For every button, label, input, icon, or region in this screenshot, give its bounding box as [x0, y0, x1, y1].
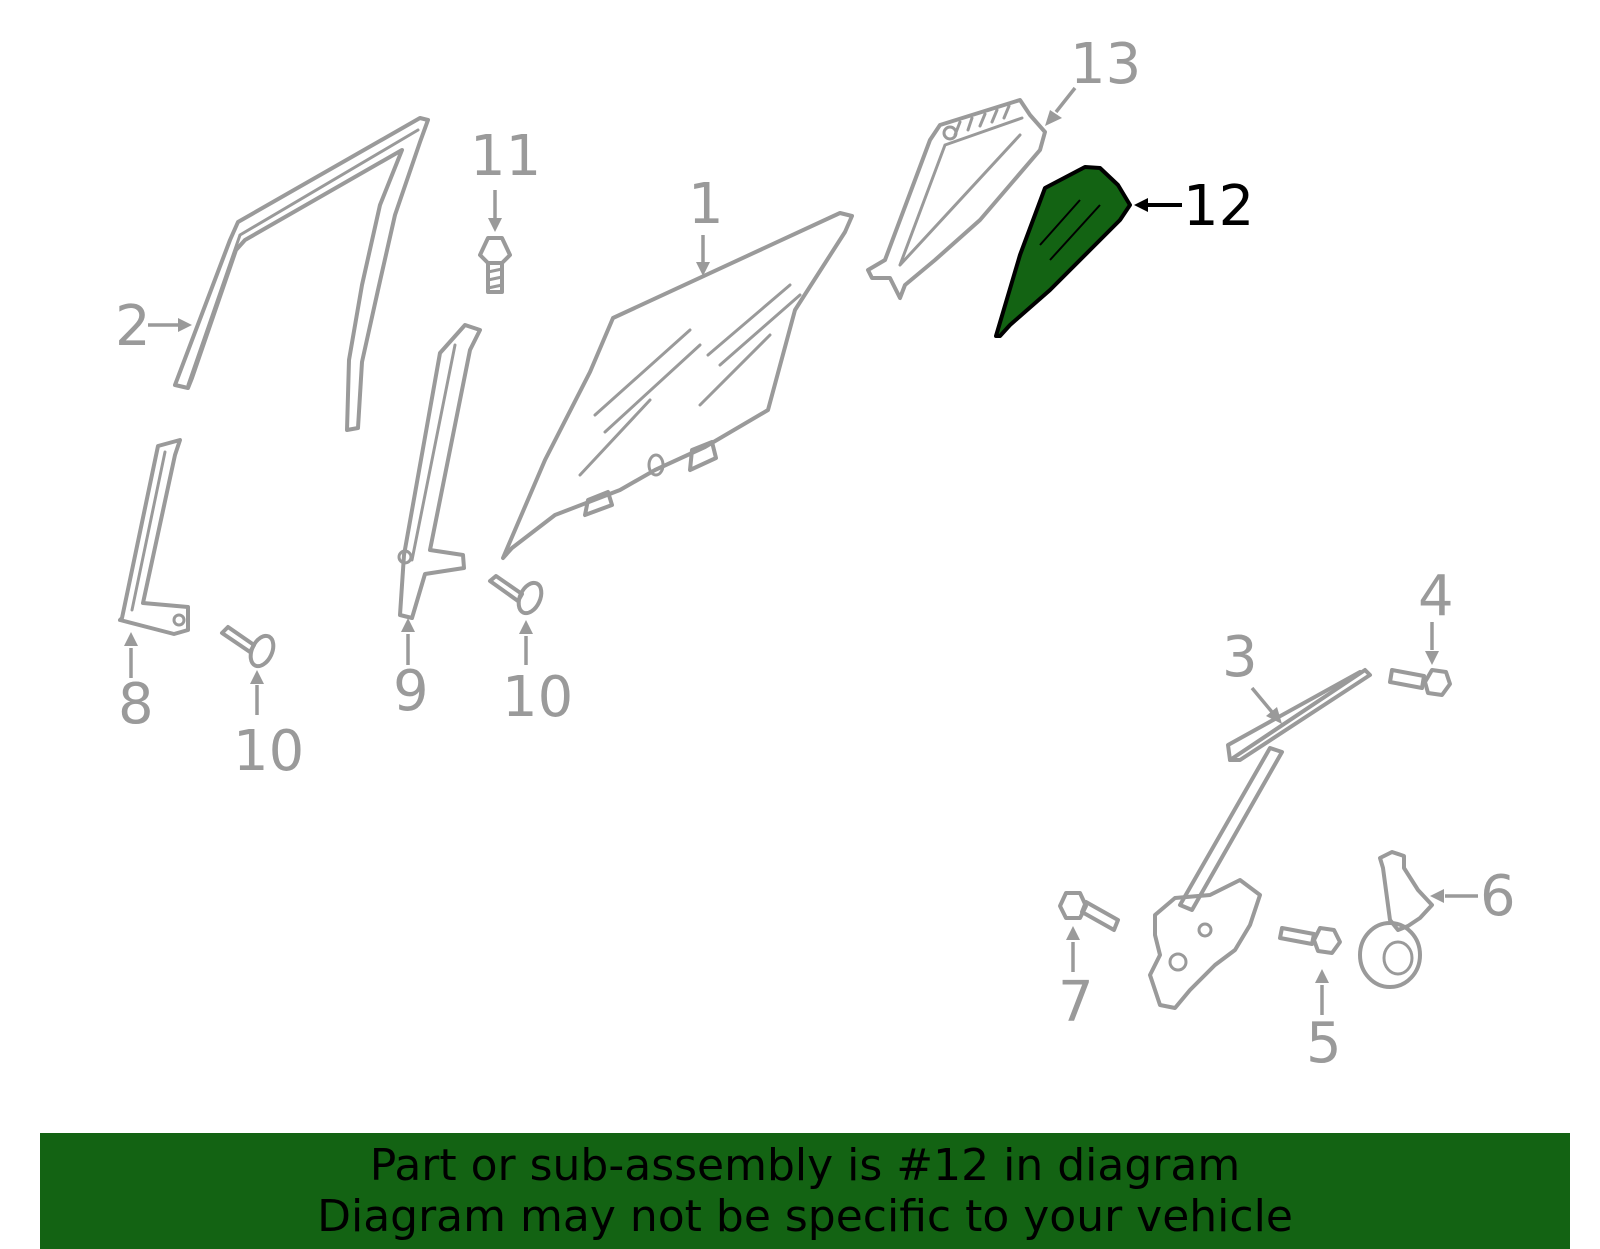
part-9-rear-channel — [397, 323, 482, 620]
callout-9: 9 — [393, 659, 429, 724]
callout-8: 8 — [118, 672, 154, 737]
callout-10-middle: 10 — [502, 665, 573, 730]
part-11-bolt — [478, 236, 512, 294]
part-7-bolt — [1058, 891, 1120, 932]
callout-4: 4 — [1418, 564, 1454, 629]
part-3-regulator — [1148, 668, 1372, 1010]
callout-10-left: 10 — [233, 719, 304, 784]
callout-7: 7 — [1058, 970, 1094, 1035]
part-6-motor — [1358, 850, 1434, 989]
part-10-screw-left — [220, 625, 276, 669]
callout-5: 5 — [1306, 1011, 1342, 1076]
callout-2: 2 — [115, 294, 151, 359]
part-info-banner: Part or sub-assembly is #12 in diagram D… — [40, 1133, 1570, 1249]
banner-line-2: Diagram may not be specific to your vehi… — [317, 1191, 1293, 1242]
callout-11: 11 — [470, 124, 541, 189]
part-13-quarter-frame — [866, 98, 1047, 300]
part-2-sash-frame — [173, 116, 430, 432]
leader-lines — [124, 86, 1478, 1015]
part-4-bolt — [1388, 668, 1452, 697]
callout-1: 1 — [688, 172, 724, 237]
part-10-screw-middle — [488, 574, 544, 616]
banner-line-1: Part or sub-assembly is #12 in diagram — [369, 1140, 1241, 1191]
callout-3: 3 — [1222, 625, 1258, 690]
callout-13: 13 — [1070, 32, 1141, 97]
leader-line-12 — [1134, 198, 1182, 212]
part-5-bolt — [1278, 926, 1342, 955]
callout-12: 12 — [1183, 174, 1254, 239]
part-1-door-glass — [501, 211, 854, 560]
part-12-quarter-glass — [994, 165, 1132, 338]
part-8-front-channel — [118, 438, 190, 636]
callout-6: 6 — [1480, 864, 1516, 929]
